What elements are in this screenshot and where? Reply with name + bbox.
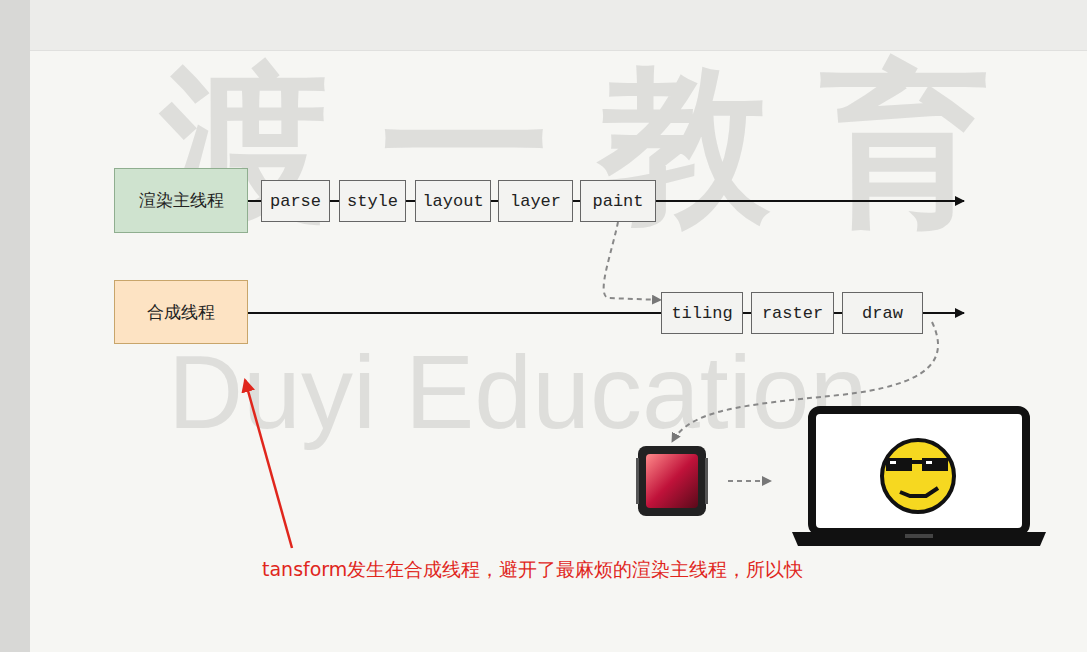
leader-arrow [245, 380, 292, 548]
node-label: 渲染主线程 [139, 189, 224, 212]
thread-box: 合成线程 [114, 280, 248, 344]
thread-box: 渲染主线程 [114, 168, 248, 233]
stage-box: raster [751, 292, 834, 334]
stage-box: layer [498, 180, 573, 222]
node-label: raster [762, 304, 823, 323]
timeline-segment [834, 312, 842, 314]
side-strip [0, 0, 30, 652]
annotation: tansform发生在合成线程，避开了最麻烦的渲染主线程，所以快 [262, 557, 803, 583]
stage-box: style [339, 180, 406, 222]
timeline-segment [743, 312, 751, 314]
node-label: layer [510, 192, 561, 211]
node-label: 合成线程 [147, 301, 215, 324]
node-label: tiling [671, 304, 732, 323]
timeline [923, 312, 964, 314]
watermark: Duyi Education [168, 340, 868, 444]
timeline-segment [573, 200, 580, 202]
timeline-segment [330, 200, 339, 202]
gpu-chip [636, 446, 708, 516]
stage-box: layout [415, 180, 491, 222]
dashed-flow [604, 222, 661, 300]
timeline-segment [491, 200, 498, 202]
stage-box: paint [580, 180, 656, 222]
timeline-segment [248, 200, 261, 202]
timeline-segment [406, 200, 415, 202]
stage-box: draw [842, 292, 923, 334]
dashed-flow [728, 480, 771, 482]
timeline-segment [248, 312, 661, 314]
stage-box: parse [261, 180, 330, 222]
timeline [656, 200, 964, 202]
stage-box: tiling [661, 292, 743, 334]
node-label: paint [592, 192, 643, 211]
node-label: draw [862, 304, 903, 323]
laptop [792, 410, 1046, 546]
node-label: layout [422, 192, 483, 211]
node-label: parse [270, 192, 321, 211]
top-band [30, 0, 1087, 51]
node-label: style [347, 192, 398, 211]
